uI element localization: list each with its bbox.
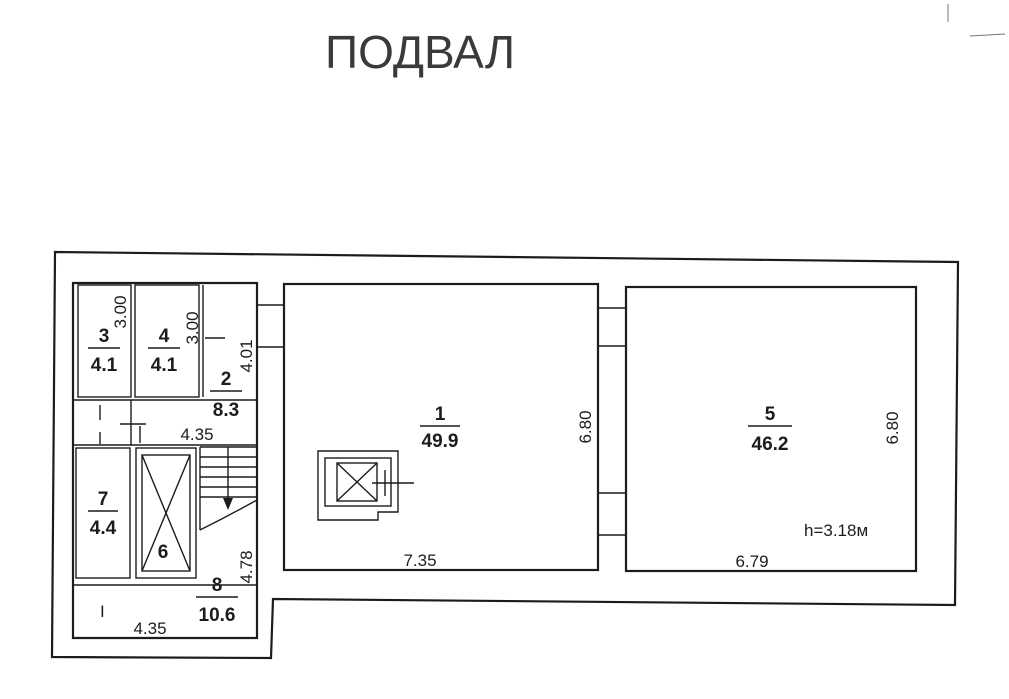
room-4: [134, 284, 200, 398]
room-6-cross: [141, 454, 191, 572]
room-3: [77, 284, 132, 398]
room-1: [282, 282, 600, 572]
dim-corridor-width: 4.35: [180, 425, 213, 444]
room-label-5: 5 46.2: [748, 404, 792, 455]
svg-text:10.6: 10.6: [199, 605, 236, 626]
outer-wall: [50, 250, 960, 660]
dim-room5-depth: 6.80: [883, 411, 902, 444]
room-label-4: 4 4.1: [148, 326, 180, 376]
passage-right-top: [598, 307, 626, 347]
svg-text:4.4: 4.4: [90, 518, 117, 539]
room-label-2: 2 8.3: [210, 369, 242, 421]
room-label-7: 7 4.4: [88, 489, 118, 539]
entrance-mark: I: [100, 602, 105, 621]
dim-room4-length: 3.00: [183, 311, 202, 344]
svg-text:2: 2: [221, 369, 232, 390]
svg-text:8.3: 8.3: [213, 400, 239, 421]
svg-text:3: 3: [99, 326, 110, 347]
svg-text:4: 4: [159, 326, 170, 347]
svg-text:4.1: 4.1: [151, 355, 178, 376]
passage-right-bottom: [598, 492, 626, 536]
room-5: [624, 285, 918, 573]
room-6-inner: [141, 454, 191, 572]
svg-text:5: 5: [765, 404, 776, 425]
staircase: [199, 446, 258, 531]
passage-left: [257, 304, 284, 348]
dim-room3-length: 3.00: [111, 295, 130, 328]
room-6: [135, 447, 197, 579]
dim-room5-width: 6.79: [735, 552, 768, 571]
dim-room1-depth: 6.80: [576, 410, 595, 443]
svg-text:49.9: 49.9: [422, 431, 459, 452]
plan-title: ПОДВАЛ: [325, 26, 515, 78]
svg-text:7: 7: [98, 489, 109, 510]
dim-corridor-length: 4.01: [237, 339, 256, 372]
room-7: [75, 447, 131, 579]
dim-room8-width: 4.35: [133, 619, 166, 638]
room-label-6: 6: [158, 542, 169, 563]
room-label-1: 1 49.9: [420, 404, 460, 452]
dim-room8-height: 4.78: [237, 550, 256, 583]
svg-text:1: 1: [435, 404, 446, 425]
svg-text:4.1: 4.1: [91, 355, 118, 376]
room-label-8: 8 10.6: [196, 575, 238, 626]
room-label-3: 3 4.1: [88, 326, 120, 376]
dim-room1-width: 7.35: [403, 551, 436, 570]
room-1-equipment: [317, 450, 414, 521]
height-note: h=3.18м: [804, 521, 868, 540]
scan-mark: [969, 33, 1006, 37]
svg-text:8: 8: [212, 575, 223, 596]
svg-text:46.2: 46.2: [752, 434, 789, 455]
inner-wall-left-block: [71, 281, 259, 640]
